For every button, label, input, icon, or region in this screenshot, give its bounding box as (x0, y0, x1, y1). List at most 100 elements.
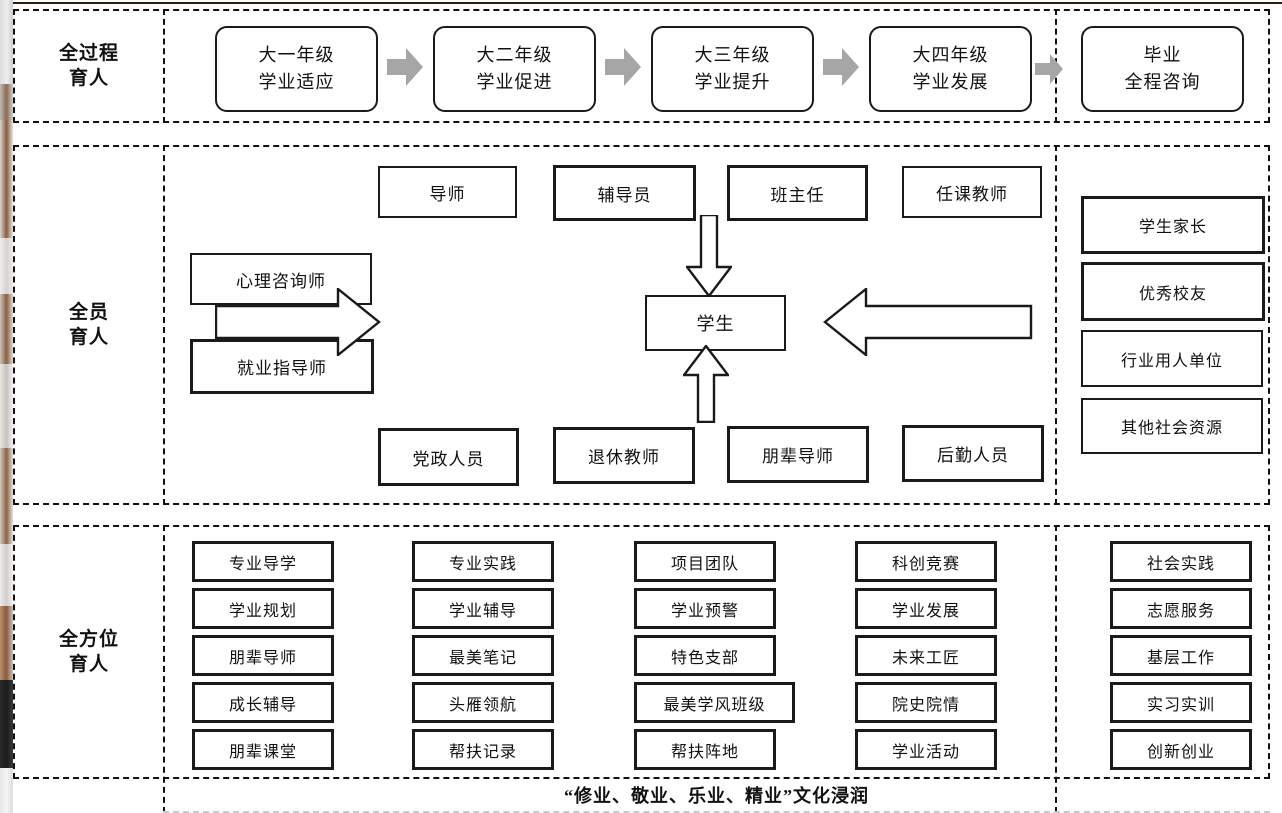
allround-c4-item-5[interactable]: 学业活动 (855, 729, 997, 770)
people-top-box-3[interactable]: 班主任 (727, 165, 868, 221)
row-label-people-line2: 育人 (68, 327, 109, 348)
allround-c2-item-1-label: 专业实践 (448, 555, 517, 573)
people-left-box-1-label: 心理咨询师 (236, 271, 326, 291)
row-label-process-line2: 育人 (68, 68, 109, 89)
allround-c2-item-1[interactable]: 专业实践 (412, 541, 554, 582)
allround-c3-item-2-label: 学业预警 (670, 602, 739, 620)
people-right-box-3-label: 行业用人单位 (1120, 352, 1223, 370)
allround-c1-item-1[interactable]: 专业导学 (192, 541, 334, 582)
allround-c2-item-5[interactable]: 帮扶记录 (412, 729, 554, 770)
allround-right-item-2-label: 志愿服务 (1146, 602, 1215, 620)
allround-c2-item-2[interactable]: 学业辅导 (412, 588, 554, 629)
allround-c3-item-3-label: 特色支部 (670, 649, 739, 667)
section-frame-process (13, 9, 1270, 123)
people-bottom-box-2-label: 退休教师 (588, 448, 660, 467)
section-divider-process-label (163, 9, 165, 123)
stage-box-2[interactable]: 大二年级 学业促进 (433, 26, 596, 112)
right-arrow-outline-icon (215, 288, 381, 356)
right-arrow-icon-4 (1035, 54, 1063, 84)
people-right-box-2-label: 优秀校友 (1138, 285, 1207, 303)
stage-box-graduation-line1: 毕业 (1143, 45, 1182, 65)
allround-c4-item-2[interactable]: 学业发展 (855, 588, 997, 629)
stage-box-graduation[interactable]: 毕业 全程咨询 (1081, 26, 1244, 112)
footer-band-bottom-rule (163, 811, 1270, 813)
allround-c1-item-5-label: 朋辈课堂 (228, 743, 297, 761)
stage-box-2-line2: 学业促进 (476, 72, 553, 92)
allround-c1-item-4-label: 成长辅导 (228, 696, 297, 714)
stage-box-4[interactable]: 大四年级 学业发展 (869, 26, 1032, 112)
allround-c4-item-5-label: 学业活动 (891, 743, 960, 761)
people-right-box-1-label: 学生家长 (1138, 219, 1207, 236)
allround-c3-item-1-label: 项目团队 (670, 555, 739, 573)
allround-right-item-4-label: 实习实训 (1146, 696, 1215, 714)
people-bottom-box-2[interactable]: 退休教师 (553, 427, 695, 484)
people-bottom-box-3-label: 朋辈导师 (762, 447, 834, 466)
allround-c2-item-5-label: 帮扶记录 (448, 743, 517, 761)
section-divider-allround-label (163, 525, 165, 813)
allround-right-item-5[interactable]: 创新创业 (1110, 729, 1252, 770)
section-frame-people (13, 145, 1270, 505)
people-center-box-student-label: 学生 (696, 314, 735, 334)
allround-c4-item-1[interactable]: 科创竞赛 (855, 541, 997, 582)
left-arrow-outline-icon (823, 288, 1033, 356)
allround-c3-item-4-label: 最美学风班级 (663, 696, 766, 714)
people-right-box-2[interactable]: 优秀校友 (1081, 262, 1265, 321)
section-frame-allround (13, 525, 1270, 779)
footer-caption-text: “修业、敬业、乐业、精业”文化浸润 (564, 786, 869, 806)
allround-right-item-1[interactable]: 社会实践 (1110, 541, 1252, 582)
allround-right-item-2[interactable]: 志愿服务 (1110, 588, 1252, 629)
people-bottom-box-4[interactable]: 后勤人员 (902, 425, 1044, 482)
section-divider-people-label (163, 145, 165, 505)
stage-box-4-line2: 学业发展 (912, 72, 989, 92)
allround-c2-item-3[interactable]: 最美笔记 (412, 635, 554, 676)
people-center-box-student[interactable]: 学生 (645, 295, 786, 351)
allround-c1-item-3[interactable]: 朋辈导师 (192, 635, 334, 676)
allround-right-item-3[interactable]: 基层工作 (1110, 635, 1252, 676)
people-right-box-4[interactable]: 其他社会资源 (1081, 398, 1263, 454)
allround-c4-item-1-label: 科创竞赛 (891, 555, 960, 573)
allround-c1-item-2[interactable]: 学业规划 (192, 588, 334, 629)
people-right-box-4-label: 其他社会资源 (1120, 420, 1223, 437)
people-top-box-1[interactable]: 导师 (378, 166, 517, 218)
stage-box-3-line1: 大三年级 (694, 45, 771, 65)
stage-box-1[interactable]: 大一年级 学业适应 (215, 26, 378, 112)
page-top-rule (13, 2, 1282, 4)
allround-c3-item-4[interactable]: 最美学风班级 (634, 682, 795, 723)
row-label-allround-line1: 全方位 (58, 628, 119, 650)
allround-right-item-5-label: 创新创业 (1146, 743, 1215, 761)
section-divider-allround-right (1055, 525, 1057, 813)
people-top-box-1-label: 导师 (429, 184, 466, 204)
allround-c4-item-4[interactable]: 院史院情 (855, 682, 997, 723)
allround-c3-item-5[interactable]: 帮扶阵地 (634, 729, 776, 770)
people-top-box-2-label: 辅导员 (597, 185, 652, 205)
allround-c3-item-5-label: 帮扶阵地 (670, 743, 739, 761)
right-arrow-icon-2 (605, 48, 641, 86)
allround-c1-item-2-label: 学业规划 (228, 602, 297, 620)
people-right-box-1[interactable]: 学生家长 (1081, 196, 1265, 254)
people-bottom-box-3[interactable]: 朋辈导师 (727, 426, 869, 483)
right-arrow-icon-3 (823, 48, 859, 86)
allround-c4-item-3-label: 未来工匠 (891, 649, 960, 667)
allround-c4-item-3[interactable]: 未来工匠 (855, 635, 997, 676)
allround-right-item-1-label: 社会实践 (1146, 555, 1215, 573)
people-top-box-4[interactable]: 任课教师 (902, 166, 1042, 218)
row-label-allround: 全方位 育人 (15, 525, 163, 779)
people-right-box-3[interactable]: 行业用人单位 (1081, 330, 1263, 387)
row-label-allround-line2: 育人 (68, 654, 109, 675)
stage-box-1-line2: 学业适应 (258, 72, 335, 92)
allround-c1-item-4[interactable]: 成长辅导 (192, 682, 334, 723)
allround-c2-item-4[interactable]: 头雁领航 (412, 682, 554, 723)
adjacent-page-sliver (0, 0, 13, 813)
allround-c3-item-2[interactable]: 学业预警 (634, 588, 776, 629)
people-bottom-box-1[interactable]: 党政人员 (378, 428, 519, 486)
allround-c1-item-1-label: 专业导学 (228, 555, 297, 573)
up-arrow-icon (683, 345, 729, 423)
stage-box-3[interactable]: 大三年级 学业提升 (651, 26, 814, 112)
allround-c3-item-3[interactable]: 特色支部 (634, 635, 776, 676)
people-bottom-box-1-label: 党政人员 (412, 449, 485, 469)
allround-right-item-4[interactable]: 实习实训 (1110, 682, 1252, 723)
allround-c3-item-1[interactable]: 项目团队 (634, 541, 776, 582)
allround-c1-item-5[interactable]: 朋辈课堂 (192, 729, 334, 770)
people-top-box-2[interactable]: 辅导员 (553, 165, 696, 221)
